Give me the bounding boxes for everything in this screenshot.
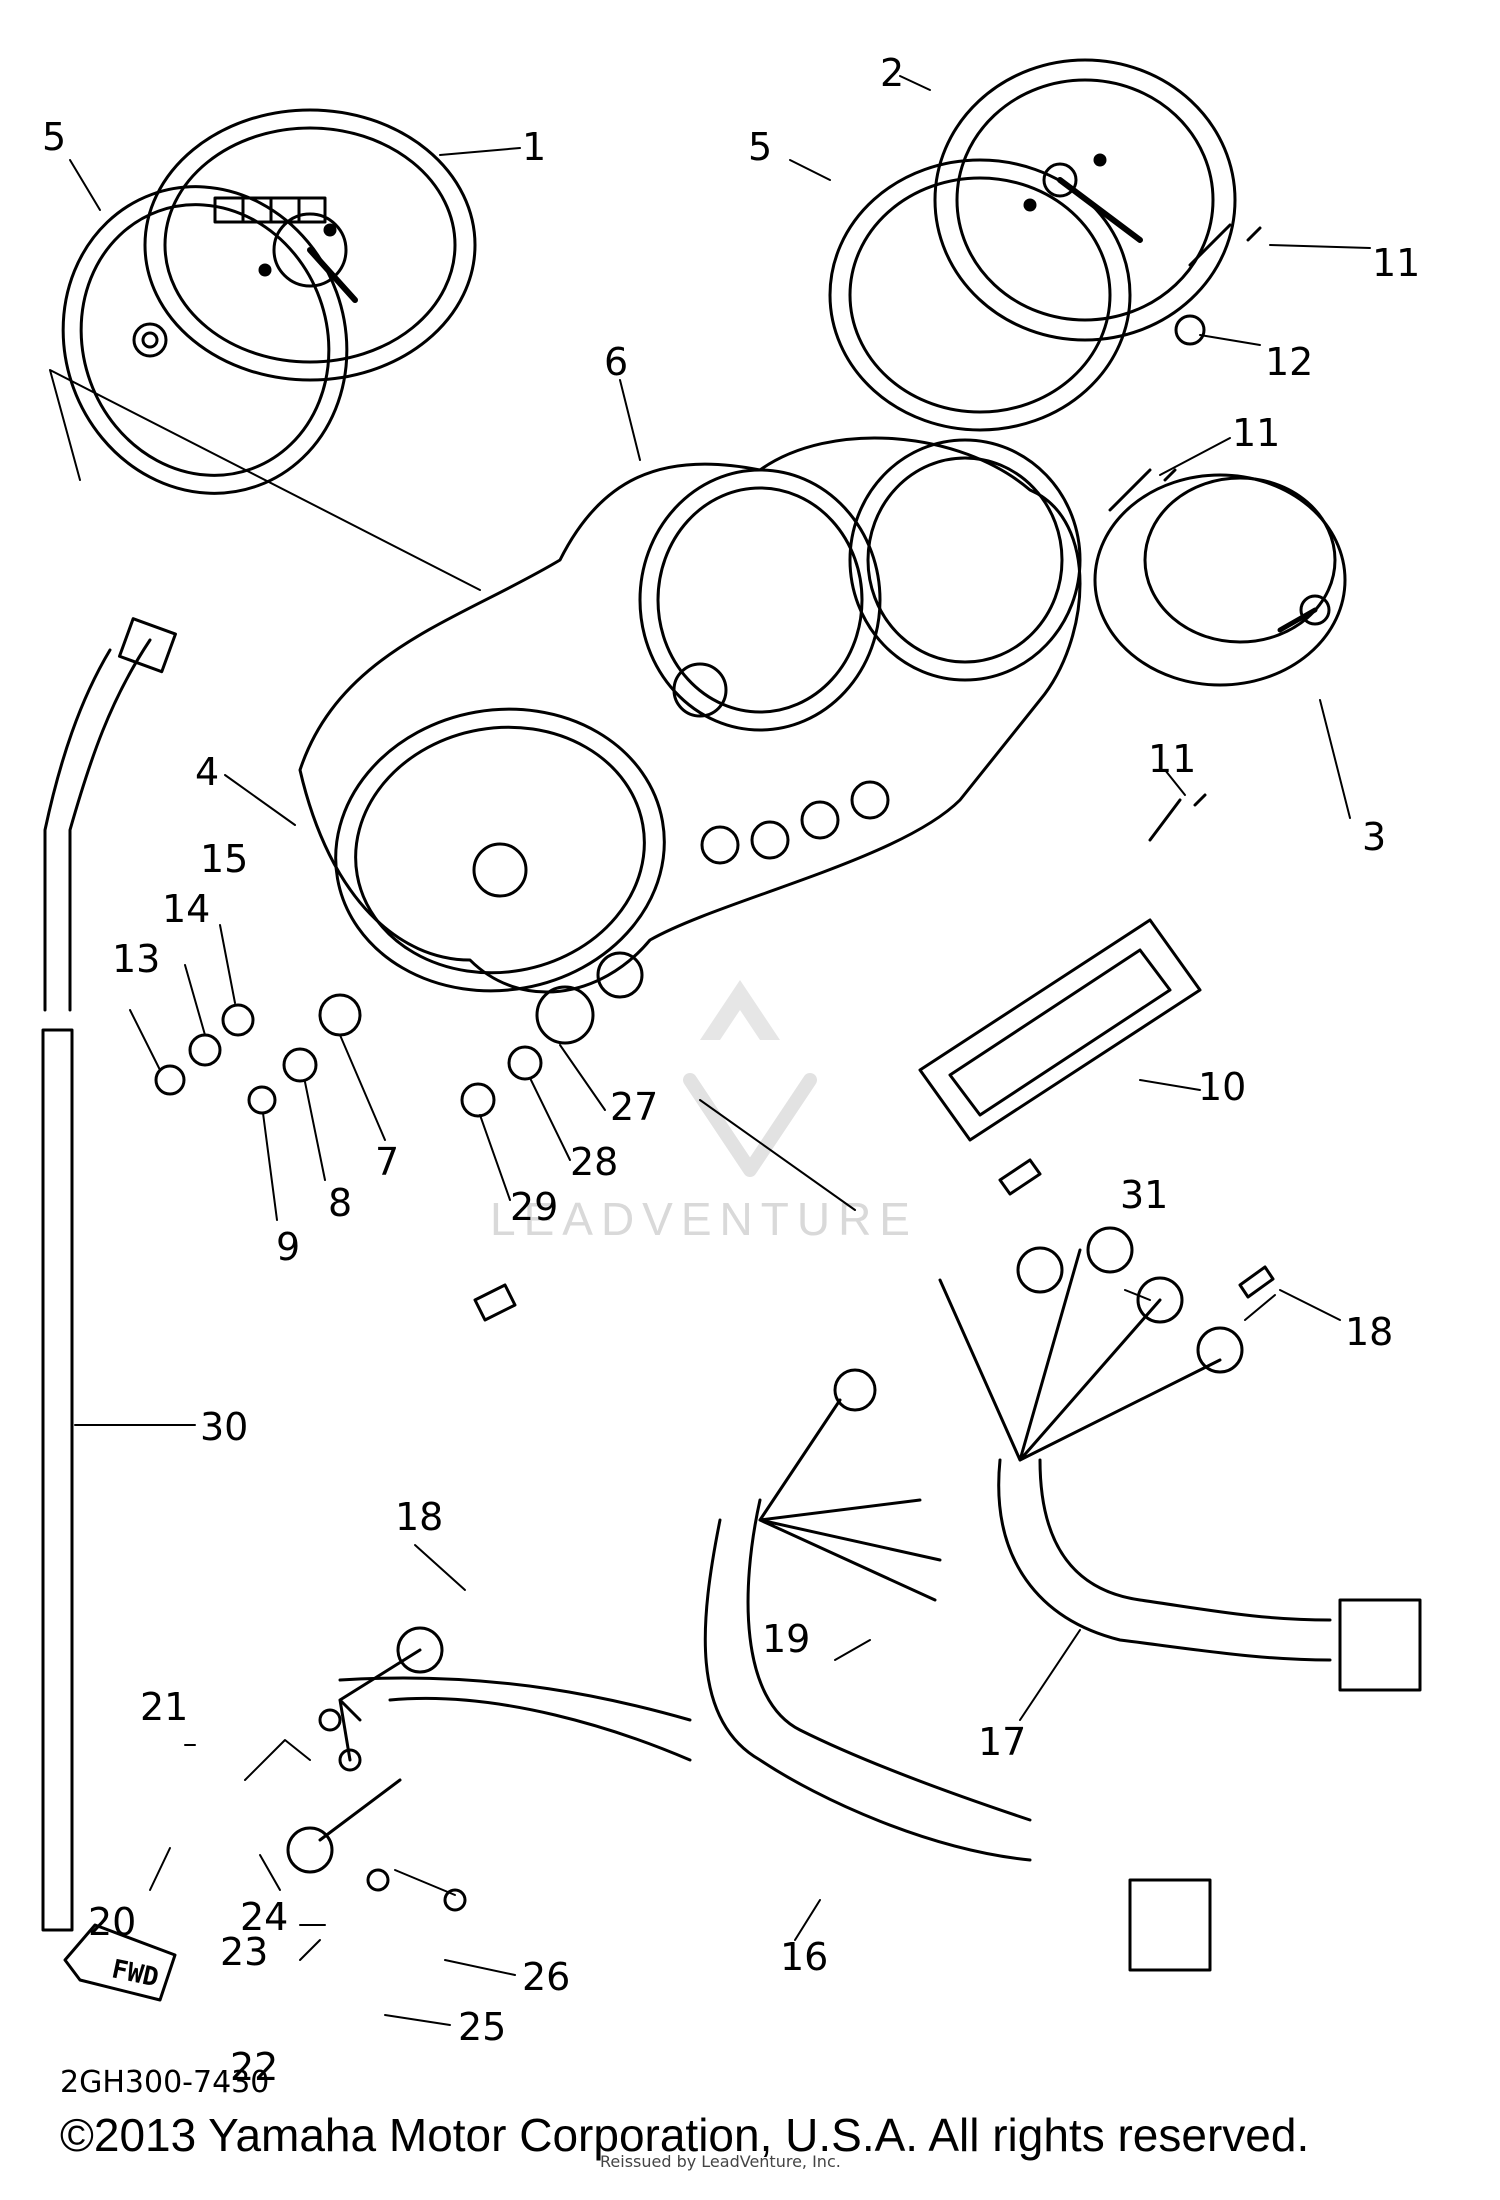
hardware-items [154, 223, 1275, 1299]
speedometer-gauge [61, 108, 477, 495]
callout-19: 19 [762, 1617, 810, 1661]
callout-14: 14 [162, 887, 210, 931]
fwd-label: FWD [109, 1954, 161, 1993]
callout-1: 1 [522, 125, 546, 169]
callout-3: 3 [1362, 815, 1386, 859]
callout-5a: 5 [42, 115, 66, 159]
callout-26: 26 [522, 1955, 570, 1999]
callout-18b: 18 [1345, 1310, 1393, 1354]
callout-labels: 1 2 3 4 5 5 6 7 8 9 10 11 11 11 12 13 14… [42, 51, 1420, 2089]
callout-9: 9 [276, 1225, 300, 1269]
callout-15: 15 [200, 837, 248, 881]
callout-23: 23 [220, 1930, 268, 1974]
callout-12: 12 [1265, 340, 1313, 384]
callout-21: 21 [140, 1685, 188, 1729]
callout-29: 29 [510, 1185, 558, 1229]
callout-20: 20 [88, 1900, 136, 1944]
speedometer-cable [41, 617, 177, 1932]
wiring-harness [286, 1226, 1422, 1972]
watermark-text: LEADVENTURE [490, 1193, 918, 1245]
callout-4: 4 [195, 750, 219, 794]
callout-30: 30 [200, 1405, 248, 1449]
callout-28: 28 [570, 1140, 618, 1184]
callout-11a: 11 [1372, 241, 1420, 285]
callout-22: 22 [230, 2045, 278, 2089]
callout-5b: 5 [748, 125, 772, 169]
callout-13: 13 [112, 937, 160, 981]
callout-27: 27 [610, 1085, 658, 1129]
meter-case [298, 436, 1082, 999]
callout-11c: 11 [1148, 737, 1196, 781]
copyright-text: ©2013 Yamaha Motor Corporation, U.S.A. A… [60, 2109, 1310, 2161]
callout-10: 10 [1198, 1065, 1246, 1109]
callout-8: 8 [328, 1181, 352, 1225]
callout-6: 6 [604, 340, 628, 384]
callout-7: 7 [375, 1140, 399, 1184]
callout-24: 24 [240, 1895, 288, 1939]
meter-assembly-diagram: LEADVENTURE [41, 51, 1422, 2100]
callout-31: 31 [1120, 1173, 1168, 1217]
callout-25: 25 [458, 2005, 506, 2049]
callout-11b: 11 [1232, 411, 1280, 455]
callout-18a: 18 [395, 1495, 443, 1539]
reissue-note: Reissued by LeadVenture, Inc. [600, 2152, 841, 2171]
callout-16: 16 [780, 1935, 828, 1979]
small-gauge [1093, 473, 1347, 687]
part-code: 2GH300-7430 [60, 2065, 269, 2100]
tachometer-gauge [828, 58, 1237, 432]
callout-2: 2 [880, 51, 904, 95]
indicator-lens [918, 918, 1202, 1142]
leader-lines [49, 75, 1371, 2026]
watermark: LEADVENTURE [490, 980, 918, 1245]
callout-17: 17 [978, 1720, 1026, 1764]
